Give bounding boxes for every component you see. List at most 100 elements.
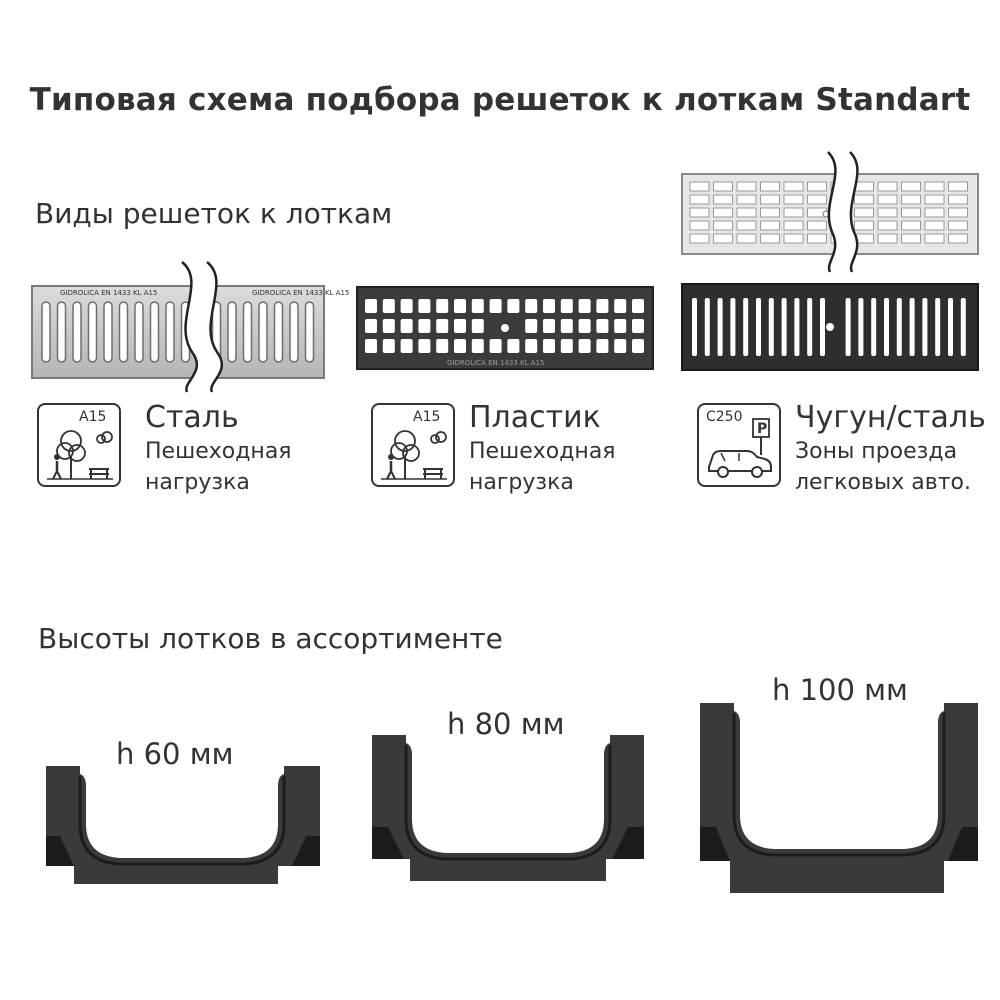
cast-iron-slot <box>960 298 966 356</box>
cast-iron-grate-slots <box>692 298 966 356</box>
load-class-label: A15 <box>79 409 107 425</box>
plastic-grate-image: GIDROLICA EN 1433 KL A15 <box>356 285 654 375</box>
load-class-label: A15 <box>413 409 441 425</box>
steel-slot <box>41 301 51 363</box>
plastic-cell <box>436 319 449 333</box>
top-grid-cell <box>948 181 968 192</box>
break-line-left <box>181 261 199 393</box>
top-grid-cell <box>877 220 898 231</box>
plastic-cell <box>560 319 573 333</box>
cast-iron-slot <box>871 298 877 356</box>
top-grid-cell <box>854 220 874 231</box>
plastic-cell <box>365 299 377 313</box>
channel-profile-60 <box>40 766 326 888</box>
page-title: Типовая схема подбора решеток к лоткам S… <box>29 82 971 118</box>
plastic-cell <box>400 339 413 353</box>
top-grid-cell <box>713 220 733 231</box>
top-grid-cell <box>736 194 757 205</box>
plastic-cell <box>578 339 591 353</box>
top-grid-cell <box>948 220 968 231</box>
steel-grate-desc-line2: нагрузка <box>145 470 250 495</box>
plastic-cell <box>489 299 502 313</box>
top-grid-cell <box>689 207 710 218</box>
top-grid-cell <box>948 233 968 244</box>
plastic-cell <box>436 339 449 353</box>
cast-iron-slot <box>781 298 787 356</box>
top-grid-cell <box>948 194 968 205</box>
steel-slot <box>134 301 144 363</box>
pedestrian-park-icon <box>381 430 447 480</box>
load-class-label: C250 <box>706 409 743 425</box>
plastic-cell <box>418 339 431 353</box>
cast-iron-grate-desc-line1: Зоны проезда <box>795 439 958 464</box>
top-grid-cell <box>924 220 945 231</box>
steel-grate-name: Сталь <box>145 400 239 435</box>
steel-slot <box>87 301 98 363</box>
top-grid-cell <box>689 220 710 231</box>
top-grid-cell <box>713 181 733 192</box>
plastic-cell <box>454 319 466 333</box>
cast-iron-slot <box>909 298 915 356</box>
grates-section-heading: Виды решеток к лоткам <box>35 197 393 230</box>
cast-iron-grate-image <box>680 151 980 382</box>
plastic-cell <box>525 339 538 353</box>
steel-slot <box>289 301 299 363</box>
top-grid-cell <box>760 194 780 205</box>
top-grid-cell <box>783 233 804 244</box>
steel-slot <box>258 301 268 363</box>
plastic-cell <box>578 319 591 333</box>
top-grid-cell <box>807 233 827 244</box>
top-grid-cell <box>736 233 757 244</box>
cast-iron-slot <box>922 298 928 356</box>
steel-grate-marking-repeat: GIDROLICA EN 1433 KL A15 <box>252 289 349 297</box>
channel-profile-100 <box>698 703 980 895</box>
steel-slot <box>242 301 253 363</box>
height-label-100: h 100 мм <box>772 673 908 707</box>
plastic-cell <box>560 299 573 313</box>
top-grid-cell <box>689 181 710 192</box>
plastic-cell <box>418 319 431 333</box>
plastic-grate-desc-line2: нагрузка <box>469 470 574 495</box>
plastic-cell <box>418 299 431 313</box>
plastic-cell <box>596 339 609 353</box>
cast-iron-grate-desc-line2: легковых авто. <box>795 470 971 495</box>
top-grid-cell <box>901 207 921 218</box>
steel-slot <box>103 301 113 363</box>
top-grid-cell <box>689 194 710 205</box>
plastic-cell <box>382 319 395 333</box>
cast-iron-slot <box>820 298 825 356</box>
top-grid-cell <box>901 194 921 205</box>
cast-iron-grate-name: Чугун/сталь <box>795 400 986 435</box>
top-grid-cell <box>760 207 780 218</box>
plastic-cell <box>632 319 644 333</box>
plastic-cell <box>471 299 484 313</box>
steel-slot <box>273 301 284 363</box>
plastic-cell <box>365 319 377 333</box>
top-grid-cell <box>807 220 827 231</box>
cast-iron-slot <box>896 298 902 356</box>
car-parking-icon <box>708 418 772 478</box>
plastic-cell <box>507 339 520 353</box>
height-label-80: h 80 мм <box>447 707 565 741</box>
cast-iron-slot <box>845 298 851 356</box>
top-grid-cell <box>807 181 827 192</box>
plastic-cell <box>400 319 413 333</box>
top-grid-cell <box>901 220 921 231</box>
steel-slot <box>165 301 175 363</box>
heights-section-heading: Высоты лотков в ассортименте <box>38 622 503 655</box>
steel-slot <box>304 301 315 363</box>
plastic-cell <box>471 339 484 353</box>
plastic-grate-name: Пластик <box>469 400 601 435</box>
plastic-cell <box>596 319 609 333</box>
plastic-grate-cells <box>365 299 644 353</box>
break-line-right <box>206 261 224 393</box>
top-grid-cell <box>924 181 945 192</box>
top-grid-cell <box>877 181 898 192</box>
cast-iron-slot <box>692 298 697 356</box>
plastic-cell <box>632 339 644 353</box>
top-grid-cell <box>854 181 874 192</box>
cast-iron-grate-bolt <box>826 323 834 331</box>
top-grid-cell <box>689 233 710 244</box>
plastic-cell <box>525 319 538 333</box>
top-grid-cell <box>807 194 827 205</box>
